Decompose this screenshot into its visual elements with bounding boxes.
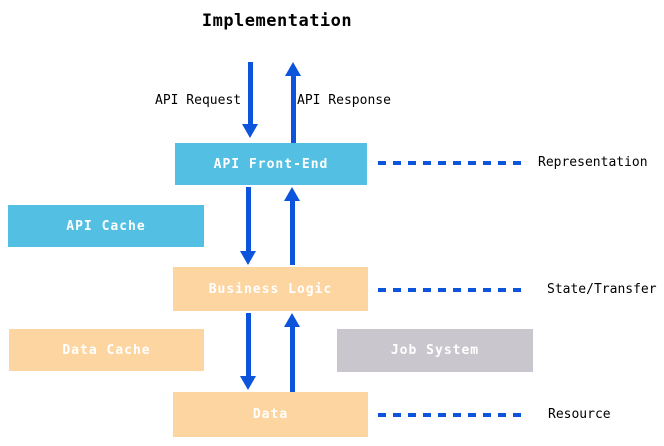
annotation-resource: Resource (548, 407, 611, 422)
node-label: Business Logic (208, 281, 333, 297)
dashed-line (378, 413, 522, 417)
arrow-head (284, 313, 300, 327)
api-request-label: API Request (155, 93, 242, 108)
arrow-shaft (289, 201, 295, 265)
node-label: Job System (390, 343, 480, 358)
node-job-system: Job System (337, 329, 533, 372)
arrow-up-icon (285, 62, 301, 143)
arrow-shaft (289, 327, 295, 392)
node-business-logic: Business Logic (173, 267, 368, 311)
arrow-head (284, 187, 300, 201)
diagram-title: Implementation (201, 11, 353, 31)
node-label: API Cache (66, 218, 146, 234)
annotation-representation: Representation (538, 155, 648, 170)
arrow-up-icon (284, 187, 300, 265)
arrow-up-icon (284, 313, 300, 392)
annotation-state-transfer: State/Transfer (547, 282, 657, 297)
arrow-down-icon (240, 313, 256, 390)
arrow-shaft (247, 62, 253, 124)
arrow-head (242, 124, 258, 138)
arrow-shaft (290, 76, 296, 143)
arrow-down-icon (242, 62, 258, 138)
api-response-label: API Response (297, 93, 391, 108)
node-api-front-end: API Front-End (175, 143, 367, 185)
arrow-head (240, 251, 256, 265)
arrow-head (285, 62, 301, 76)
node-data-cache: Data Cache (9, 329, 204, 371)
node-label: Data Cache (62, 342, 151, 358)
node-label: API Front-End (213, 156, 329, 172)
arrow-shaft (245, 313, 251, 376)
dashed-line (378, 161, 522, 165)
node-data: Data (173, 392, 368, 437)
node-api-cache: API Cache (8, 205, 204, 247)
dashed-line (378, 288, 522, 292)
arrow-down-icon (240, 187, 256, 265)
node-label: Data (252, 407, 289, 422)
arrow-shaft (245, 187, 251, 251)
arrow-head (240, 376, 256, 390)
